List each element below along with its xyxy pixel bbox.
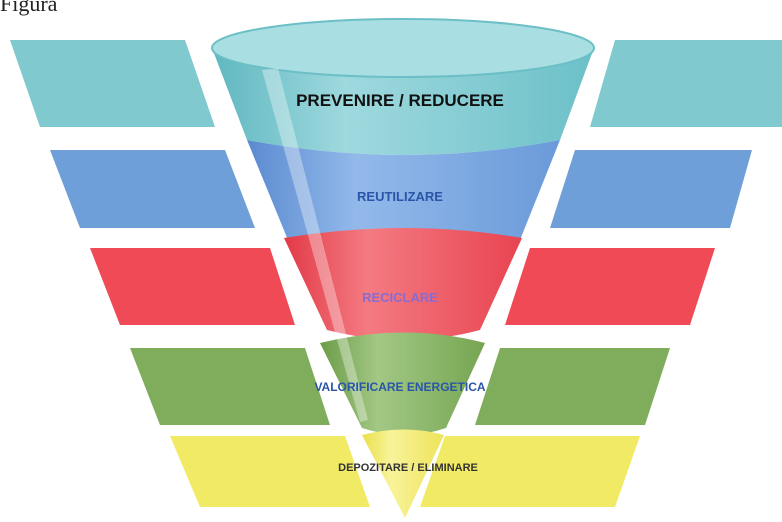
- band-left-blue: [50, 150, 255, 228]
- funnel-segments: [211, 18, 595, 518]
- band-right-red: [505, 248, 715, 325]
- band-left-teal: [10, 40, 215, 127]
- level-labels: PREVENIRE / REDUCERE REUTILIZARE RECICLA…: [296, 91, 504, 474]
- band-right-teal: [590, 40, 782, 127]
- funnel-segment-green: [320, 332, 485, 435]
- band-right-yellow: [420, 436, 640, 507]
- band-left-yellow: [170, 436, 370, 507]
- band-right-blue: [550, 150, 752, 228]
- band-left-red: [90, 248, 295, 325]
- funnel-highlight: [262, 68, 368, 422]
- level-label-prevenire: PREVENIRE / REDUCERE: [296, 91, 504, 110]
- funnel-segment-teal: [212, 48, 594, 155]
- level-label-reciclare: RECICLARE: [362, 290, 438, 305]
- level-label-valorificare: VALORIFICARE ENERGETICA: [314, 380, 485, 394]
- band-right-green: [475, 348, 670, 425]
- band-left-green: [130, 348, 330, 425]
- side-bands: [10, 40, 782, 507]
- funnel-segment-yellow: [362, 429, 444, 518]
- funnel-segment-blue: [247, 140, 560, 251]
- funnel-rim-teal: [211, 18, 595, 78]
- level-label-depozitare: DEPOZITARE / ELIMINARE: [338, 462, 478, 474]
- cropped-caption-text: Figura: [0, 0, 58, 16]
- level-label-reutilizare: REUTILIZARE: [357, 189, 443, 204]
- funnel-segment-red: [284, 228, 522, 340]
